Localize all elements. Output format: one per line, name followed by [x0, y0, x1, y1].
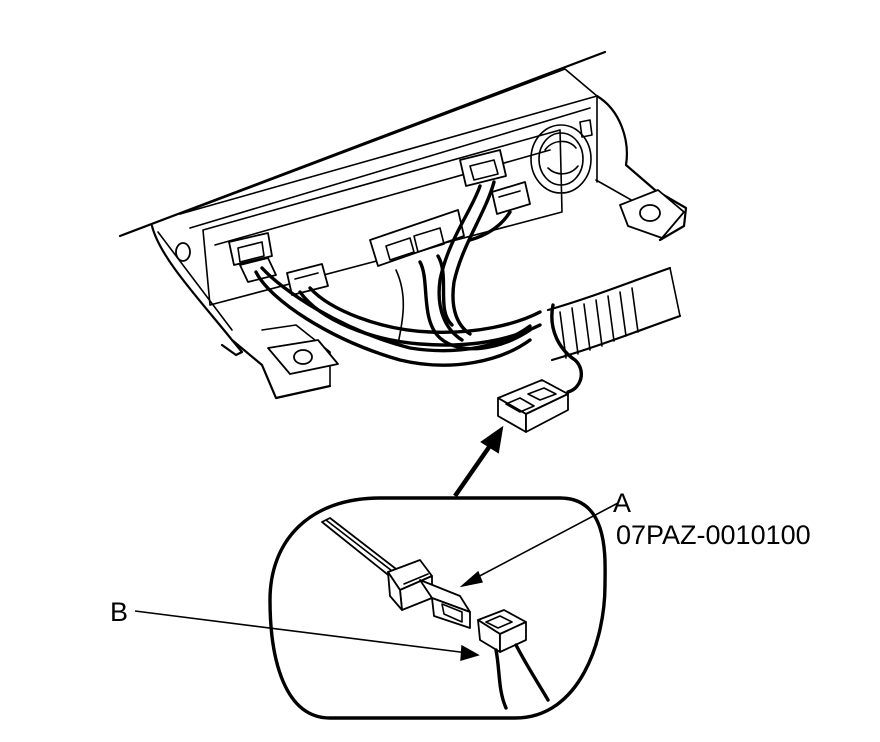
- corrugated-conduit: [546, 266, 682, 362]
- callout-b-letter: B: [110, 597, 129, 627]
- callout-a-part-number: 07PAZ-0010100: [616, 520, 811, 550]
- harness-connector: [497, 379, 569, 433]
- wire-harness: [254, 180, 682, 394]
- test-harness-a: [321, 517, 471, 629]
- detail-inset: [268, 496, 607, 720]
- callout-a-letter: A: [613, 488, 632, 518]
- module-housing: [118, 50, 688, 400]
- leader-lines: [134, 502, 619, 661]
- pointer-arrow: [453, 425, 504, 498]
- module-connectors: [228, 149, 531, 296]
- fan-grille: [530, 119, 593, 194]
- connector-b: [477, 609, 550, 710]
